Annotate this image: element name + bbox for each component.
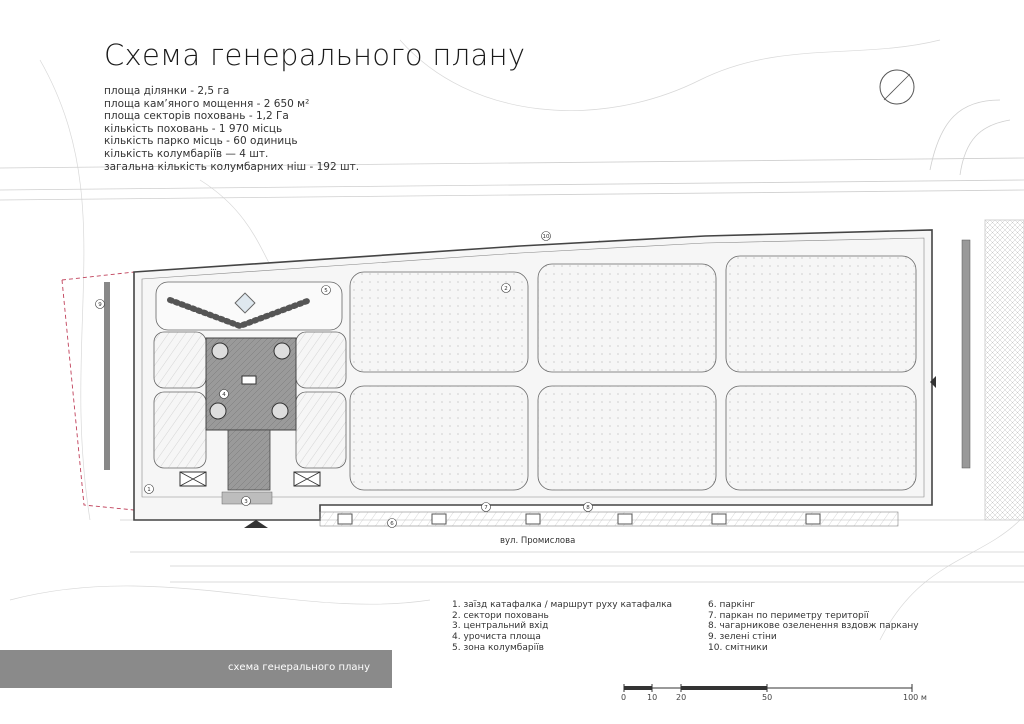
stat-columbaria: кількість колумбаріїв — 4 шт. bbox=[104, 147, 269, 160]
scale-label-20: 20 bbox=[676, 693, 687, 702]
plan-marker-circle bbox=[95, 299, 105, 309]
stat-parking: кількість парко місць - 60 одиниць bbox=[104, 135, 298, 148]
legend-item: 8. чагарникове озеленення вздовж паркану bbox=[708, 621, 919, 632]
plan-marker-number: 9 bbox=[98, 302, 102, 308]
legend-column-left: 1. заїзд катафалка / маршрут руху катафа… bbox=[452, 600, 672, 654]
scale-label-10: 10 bbox=[647, 693, 658, 702]
plan-marker-circle bbox=[541, 231, 551, 241]
plan-marker-circle bbox=[321, 285, 331, 295]
plan-marker-circle bbox=[144, 484, 154, 494]
site-statistics: площа ділянки - 2,5 га площа кам’яного м… bbox=[104, 85, 359, 173]
legend-item: 10. смітники bbox=[708, 642, 768, 653]
burial-sector bbox=[537, 385, 717, 491]
stat-niches: загальна кількість колумбарних ніш - 192… bbox=[104, 160, 360, 173]
street-label: вул. Промислова bbox=[500, 536, 576, 546]
plan-marker-number: 10 bbox=[543, 234, 550, 240]
parking-strip bbox=[319, 511, 899, 527]
burial-sectors bbox=[349, 255, 917, 491]
legend-item: 6. паркінг bbox=[708, 600, 756, 610]
stat-burials: кількість поховань - 1 970 місць bbox=[104, 122, 283, 135]
legend-column-right: 6. паркінг 7. паркан по периметру терито… bbox=[708, 600, 919, 654]
burial-sector bbox=[349, 271, 529, 373]
legend-item: 4. урочиста площа bbox=[452, 632, 541, 643]
legend-item: 3. центральний вхід bbox=[452, 621, 549, 632]
plan-marker-number: 3 bbox=[244, 499, 248, 505]
plan-marker-number: 5 bbox=[324, 288, 328, 294]
banner-label: схема генерального плану bbox=[228, 662, 370, 673]
main-entrance-arrow bbox=[244, 520, 268, 528]
plan-marker-number: 6 bbox=[390, 521, 394, 527]
plan-markers: 1 2 3 4 5 6 7 8 9 10 bbox=[95, 231, 593, 528]
scale-bar bbox=[623, 684, 913, 692]
legend-item: 9. зелені стіни bbox=[708, 632, 777, 643]
legend-item: 2. сектори поховань bbox=[452, 610, 549, 621]
green-wall bbox=[104, 282, 110, 470]
burial-sector bbox=[349, 385, 529, 491]
page-title: Схема генерального плану bbox=[104, 38, 526, 72]
plan-marker-circle bbox=[219, 389, 229, 399]
context-roundabout bbox=[879, 69, 915, 105]
stat-site-area: площа ділянки - 2,5 га bbox=[104, 85, 230, 97]
legend-item: 1. заїзд катафалка / маршрут руху катафа… bbox=[452, 600, 673, 610]
stat-paving-area: площа кам’яного мощення - 2 650 м² bbox=[104, 97, 310, 110]
plan-marker-circle bbox=[481, 502, 491, 512]
plan-marker-number: 1 bbox=[147, 487, 151, 493]
burial-sector bbox=[725, 385, 917, 491]
section-banner: схема генерального плану bbox=[0, 650, 392, 688]
stat-sectors-area: площа секторів поховань - 1,2 Га bbox=[104, 110, 289, 123]
side-entrance-arrow bbox=[930, 376, 936, 388]
plan-marker-number: 8 bbox=[586, 505, 590, 511]
legend-item: 7. паркан по периметру території bbox=[708, 610, 869, 621]
scale-label-50: 50 bbox=[762, 693, 773, 702]
burial-sector bbox=[725, 255, 917, 373]
legend-item: 5. зона колумбаріїв bbox=[452, 642, 544, 653]
scale-label-0: 0 bbox=[621, 693, 627, 702]
plan-marker-circle bbox=[501, 283, 511, 293]
burial-sector bbox=[537, 263, 717, 373]
scale-label-100: 100 м bbox=[903, 693, 927, 702]
plan-marker-number: 4 bbox=[222, 392, 226, 398]
plan-marker-circle bbox=[241, 496, 251, 506]
adjacent-plot bbox=[984, 219, 1024, 521]
plan-marker-circle bbox=[387, 518, 397, 528]
green-wall bbox=[961, 239, 971, 469]
plan-marker-number: 7 bbox=[484, 505, 488, 511]
plan-marker-circle bbox=[583, 502, 593, 512]
plan-marker-number: 2 bbox=[504, 286, 508, 292]
